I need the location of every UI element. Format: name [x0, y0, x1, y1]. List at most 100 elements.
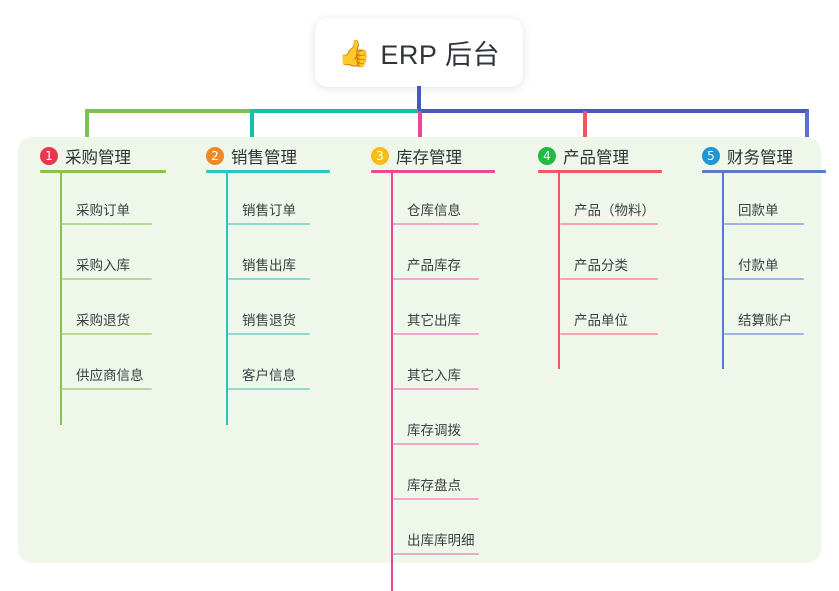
branch-title-purchase: 采购管理	[65, 149, 131, 167]
drop-col-4	[583, 111, 587, 139]
branch-item-rule	[724, 333, 804, 335]
branch-item-rule	[560, 333, 658, 335]
branch-item-rule	[560, 278, 658, 280]
branch-item-label: 供应商信息	[76, 368, 144, 383]
branch-item[interactable]: 付款单	[724, 240, 804, 280]
branch-item-label: 采购退货	[76, 313, 130, 328]
branch-item-label: 采购入库	[76, 258, 130, 273]
branch-title-product: 产品管理	[563, 149, 629, 167]
branch-item-rule	[393, 443, 479, 445]
branch-badge-sales: 2	[206, 147, 224, 165]
branch-item-label: 其它入库	[407, 368, 461, 383]
branch-item-label: 回款单	[738, 203, 779, 218]
branch-header-product[interactable]: 4 产品管理	[538, 144, 629, 168]
branch-item[interactable]: 销售出库	[228, 240, 310, 280]
branch-item-rule	[62, 333, 152, 335]
branch-item[interactable]: 产品（物料）	[560, 185, 658, 225]
branch-item[interactable]: 库存调拨	[393, 405, 479, 445]
branch-item-label: 仓库信息	[407, 203, 461, 218]
branch-item[interactable]: 产品单位	[560, 295, 658, 335]
branch-item[interactable]: 采购入库	[62, 240, 152, 280]
branch-item[interactable]: 采购订单	[62, 185, 152, 225]
branch-item[interactable]: 结算账户	[724, 295, 804, 335]
branch-item-label: 产品分类	[574, 258, 628, 273]
branches-panel: 1 采购管理采购订单采购入库采购退货供应商信息 2 销售管理销售订单销售出库销售退货客…	[18, 137, 826, 591]
branch-item[interactable]: 回款单	[724, 185, 804, 225]
branch-item-label: 采购订单	[76, 203, 130, 218]
branch-trunk-product	[558, 171, 560, 369]
branch-item-rule	[560, 223, 658, 225]
branch-title-sales: 销售管理	[231, 149, 297, 167]
branch-item-label: 产品（物料）	[574, 203, 655, 218]
branch-item-rule	[62, 278, 152, 280]
drop-col-3	[418, 111, 422, 139]
root-node-title: ERP 后台	[380, 40, 500, 70]
segment-blue	[418, 109, 809, 113]
branch-trunk-purchase	[60, 171, 62, 425]
branch-item-rule	[724, 278, 804, 280]
branch-item-rule	[724, 223, 804, 225]
segment-teal	[250, 109, 420, 113]
branch-header-rule-inventory	[371, 170, 495, 173]
branch-title-inventory: 库存管理	[396, 149, 462, 167]
branch-header-finance[interactable]: 5 财务管理	[702, 144, 793, 168]
branch-header-sales[interactable]: 2 销售管理	[206, 144, 297, 168]
branch-header-rule-purchase	[40, 170, 166, 173]
branch-item[interactable]: 出库库明细	[393, 515, 479, 555]
branch-item-rule	[393, 278, 479, 280]
branch-badge-inventory: 3	[371, 147, 389, 165]
branch-item-rule	[62, 223, 152, 225]
branch-item-label: 库存调拨	[407, 423, 461, 438]
branch-item[interactable]: 采购退货	[62, 295, 152, 335]
branch-item-label: 库存盘点	[407, 478, 461, 493]
branch-item-label: 付款单	[738, 258, 779, 273]
branch-item[interactable]: 销售订单	[228, 185, 310, 225]
branch-item[interactable]: 供应商信息	[62, 350, 152, 390]
branch-item-label: 产品单位	[574, 313, 628, 328]
branch-item[interactable]: 其它出库	[393, 295, 479, 335]
branch-trunk-inventory	[391, 171, 393, 591]
branch-item-rule	[228, 388, 310, 390]
branch-item[interactable]: 仓库信息	[393, 185, 479, 225]
branch-item-label: 结算账户	[738, 313, 792, 328]
branch-header-rule-product	[538, 170, 662, 173]
branch-item-label: 销售出库	[242, 258, 296, 273]
branch-item[interactable]: 客户信息	[228, 350, 310, 390]
branch-item-rule	[228, 333, 310, 335]
connector-root-stem	[417, 86, 421, 112]
branch-item-label: 客户信息	[242, 368, 296, 383]
branch-item-rule	[393, 498, 479, 500]
root-node-card[interactable]: 👍 ERP 后台	[315, 18, 523, 87]
drop-col-5	[805, 111, 809, 139]
thumbs-up-icon: 👍	[338, 37, 371, 68]
branch-item-label: 出库库明细	[407, 533, 475, 548]
branch-item-rule	[393, 553, 479, 555]
drop-col-2	[250, 111, 254, 139]
branch-item-rule	[228, 223, 310, 225]
branch-title-finance: 财务管理	[727, 149, 793, 167]
branch-item[interactable]: 产品库存	[393, 240, 479, 280]
branch-item-rule	[228, 278, 310, 280]
branch-item[interactable]: 产品分类	[560, 240, 658, 280]
branch-item-label: 产品库存	[407, 258, 461, 273]
branch-item-rule	[393, 223, 479, 225]
branch-header-rule-finance	[702, 170, 826, 173]
branch-badge-purchase: 1	[40, 147, 58, 165]
branch-header-purchase[interactable]: 1 采购管理	[40, 144, 131, 168]
branch-item[interactable]: 销售退货	[228, 295, 310, 335]
branch-item[interactable]: 其它入库	[393, 350, 479, 390]
branch-item-label: 销售订单	[242, 203, 296, 218]
branch-item-rule	[62, 388, 152, 390]
branch-item-rule	[393, 333, 479, 335]
branch-badge-finance: 5	[702, 147, 720, 165]
segment-green	[85, 109, 252, 113]
branch-header-rule-sales	[206, 170, 330, 173]
branch-item[interactable]: 库存盘点	[393, 460, 479, 500]
branch-trunk-finance	[722, 171, 724, 369]
branch-badge-product: 4	[538, 147, 556, 165]
branch-item-rule	[393, 388, 479, 390]
branch-item-label: 其它出库	[407, 313, 461, 328]
drop-col-1	[85, 111, 89, 139]
branch-header-inventory[interactable]: 3 库存管理	[371, 144, 462, 168]
